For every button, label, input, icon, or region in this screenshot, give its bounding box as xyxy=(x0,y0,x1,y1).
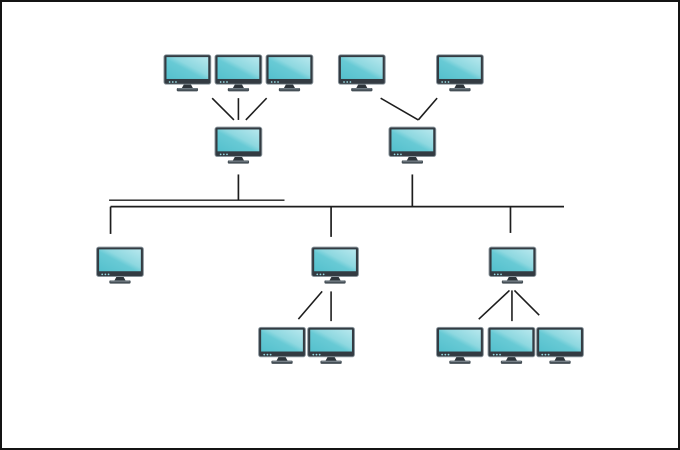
connection-line xyxy=(478,289,511,320)
computer-monitor-icon-bus-2 xyxy=(311,246,359,285)
computer-monitor-icon-top-2 xyxy=(214,54,263,92)
computer-monitor-icon-leaf-m2 xyxy=(307,326,355,365)
connection-line xyxy=(513,289,540,316)
computer-monitor-icon-leaf-r1 xyxy=(436,326,484,365)
computer-monitor-icon-top-4 xyxy=(337,54,386,92)
connection-line xyxy=(417,97,438,121)
computer-monitor-icon-leaf-m1 xyxy=(258,326,306,365)
computer-monitor-icon-bus-1 xyxy=(96,246,144,285)
computer-monitor-icon-top-1 xyxy=(163,54,212,92)
computer-monitor-icon-hub-2 xyxy=(388,126,437,165)
connection-lines-layer xyxy=(109,97,564,322)
connection-line xyxy=(297,290,323,320)
computer-monitor-icon-hub-1 xyxy=(214,126,263,165)
connection-line xyxy=(380,97,419,121)
computer-monitor-icon-top-5 xyxy=(436,54,484,92)
computer-monitor-icon-top-3 xyxy=(265,54,314,92)
computer-monitor-icon-leaf-r3 xyxy=(536,326,584,365)
computer-monitor-icon-leaf-r2 xyxy=(487,326,536,365)
connection-line xyxy=(245,97,268,121)
computer-monitor-icon-bus-3 xyxy=(488,246,537,285)
connection-line xyxy=(211,97,235,121)
